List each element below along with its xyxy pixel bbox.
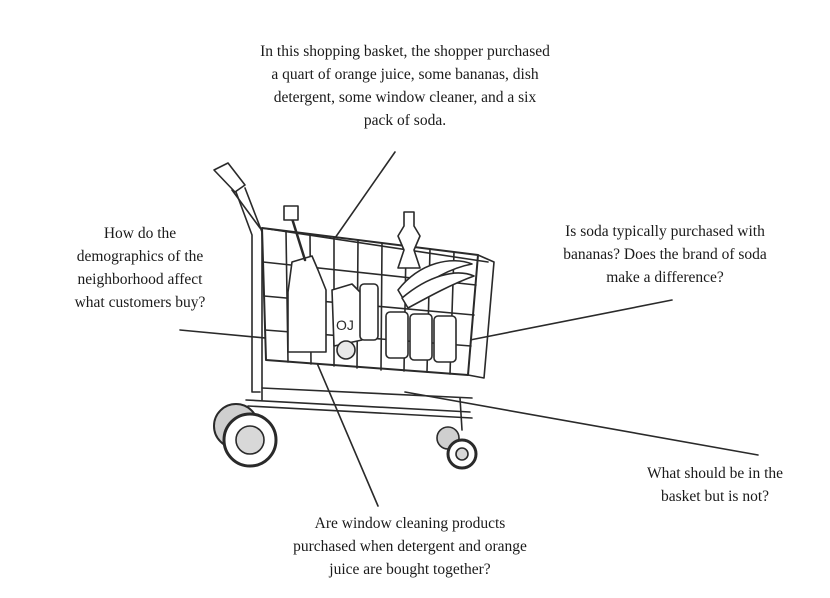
- callout-missing-items: What should be in the basket but is not?: [646, 465, 784, 505]
- callout-window-cleaning: Are window cleaning products purchased w…: [293, 515, 527, 578]
- soda-bottle: [336, 283, 379, 360]
- bananas: [397, 259, 475, 309]
- cart-frame: [235, 187, 473, 431]
- callout-demographics: How do the demographics of the neighborh…: [74, 225, 206, 311]
- cart-wheels: [213, 403, 478, 470]
- cart-handle: [213, 162, 261, 229]
- six-pack-soda: [385, 311, 457, 363]
- dish-detergent-bottle: [397, 211, 421, 269]
- svg-text:OJ: OJ: [336, 317, 354, 333]
- leader-line-right: [469, 299, 673, 341]
- callout-basket-contents: In this shopping basket, the shopper pur…: [260, 43, 550, 129]
- leader-line-top: [334, 151, 396, 239]
- leader-line-bottom: [307, 341, 379, 507]
- window-cleaner-bottle: [283, 205, 327, 353]
- leader-line-bottom-right: [404, 391, 759, 456]
- orange-juice-carton: OJ: [331, 283, 363, 347]
- callout-soda-bananas: Is soda typically purchased with bananas…: [563, 223, 767, 286]
